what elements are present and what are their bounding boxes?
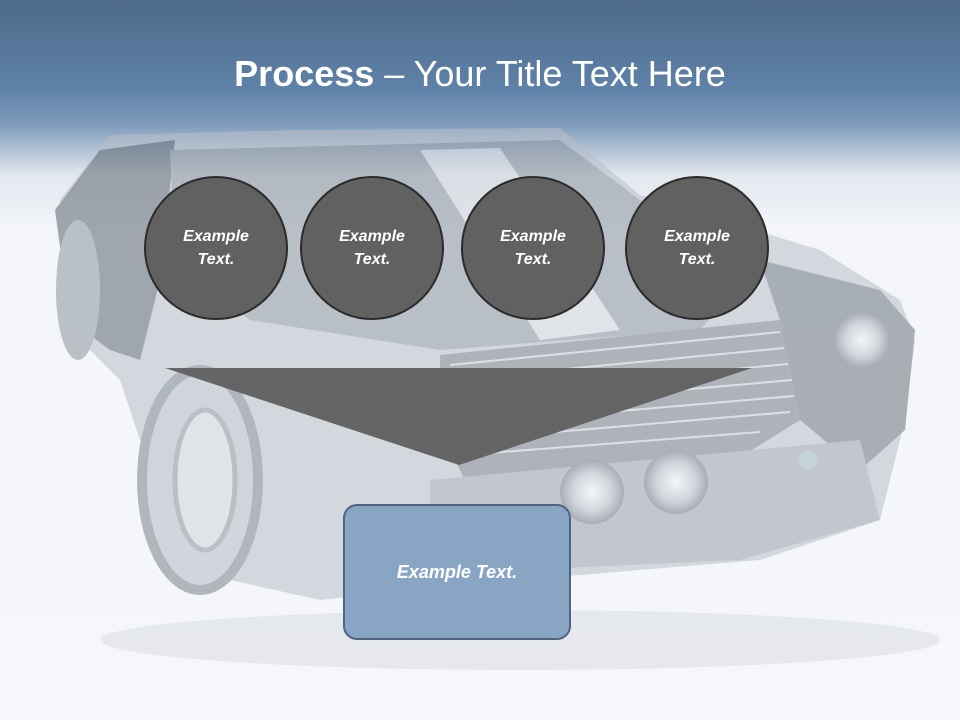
result-label: Example Text. bbox=[396, 561, 518, 582]
step-circle-2: Example Text. bbox=[300, 176, 444, 320]
title-bold: Process bbox=[234, 53, 375, 94]
step-label: Example Text. bbox=[500, 228, 566, 268]
step-label: Example Text. bbox=[183, 228, 249, 268]
step-circle-4: Example Text. bbox=[625, 176, 769, 320]
step-label: Example Text. bbox=[339, 228, 405, 268]
step-circle-3: Example Text. bbox=[461, 176, 605, 320]
slide-title: Process – Your Title Text Here bbox=[0, 52, 960, 96]
step-circle-1: Example Text. bbox=[144, 176, 288, 320]
result-box: Example Text. bbox=[343, 504, 571, 640]
title-rest: – Your Title Text Here bbox=[374, 53, 726, 94]
step-label: Example Text. bbox=[664, 228, 730, 268]
